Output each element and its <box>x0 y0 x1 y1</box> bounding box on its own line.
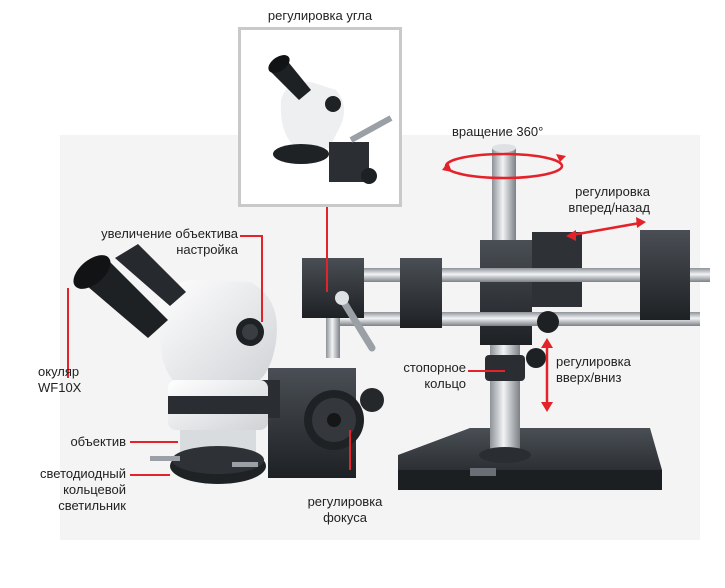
microscope-head <box>158 280 277 430</box>
motion-arrows <box>442 152 646 412</box>
label-zoom: увеличение объектива настройка <box>70 226 238 258</box>
rotation-arrow <box>442 152 566 180</box>
label-led-ring-line3: светильник <box>58 498 126 513</box>
label-focus: регулировка фокуса <box>290 494 400 526</box>
pillar-clamp-block <box>480 232 582 345</box>
label-zoom-line1: увеличение объектива <box>101 226 238 241</box>
label-angle-adjust: регулировка угла <box>267 8 373 23</box>
up-down-arrow <box>541 338 553 412</box>
label-stop-ring: стопорное кольцо <box>380 360 466 392</box>
leader-lines <box>67 205 505 476</box>
label-rotation: вращение 360° <box>452 124 544 139</box>
label-focus-line2: фокуса <box>323 510 367 525</box>
zoom-leader <box>240 235 263 322</box>
label-eyepiece-line2: WF10X <box>38 380 82 395</box>
label-stop-ring-line1: стопорное <box>403 360 466 375</box>
focus-block <box>250 368 384 478</box>
label-zoom-line2: настройка <box>176 242 238 257</box>
label-forward-back-line1: регулировка <box>575 184 650 199</box>
label-up-down: регулировка вверх/вниз <box>556 354 631 386</box>
label-forward-back: регулировка вперед/назад <box>540 184 650 216</box>
eyepieces <box>73 244 186 338</box>
forward-back-arrow <box>566 217 646 241</box>
label-stop-ring-line2: кольцо <box>424 376 466 391</box>
label-objective: объектив <box>70 434 126 449</box>
label-led-ring: светодиодный кольцевой светильник <box>20 466 126 514</box>
arm-bracket <box>302 258 442 358</box>
label-led-ring-line2: кольцевой <box>63 482 126 497</box>
label-up-down-line1: регулировка <box>556 354 631 369</box>
inset-microscope-illustration <box>268 55 393 184</box>
objective-led-ring <box>150 430 266 484</box>
vertical-pillar <box>479 144 531 463</box>
height-knob <box>526 348 546 368</box>
label-up-down-line2: вверх/вниз <box>556 370 622 385</box>
stand-base <box>398 428 662 490</box>
angle-inset-image <box>238 27 402 207</box>
label-forward-back-line2: вперед/назад <box>568 200 650 215</box>
rail-knob <box>537 311 559 333</box>
label-led-ring-line1: светодиодный <box>40 466 126 481</box>
label-focus-line1: регулировка <box>307 494 383 509</box>
label-eyepiece: окуляр WF10X <box>38 364 81 396</box>
label-eyepiece-line1: окуляр <box>38 364 80 379</box>
